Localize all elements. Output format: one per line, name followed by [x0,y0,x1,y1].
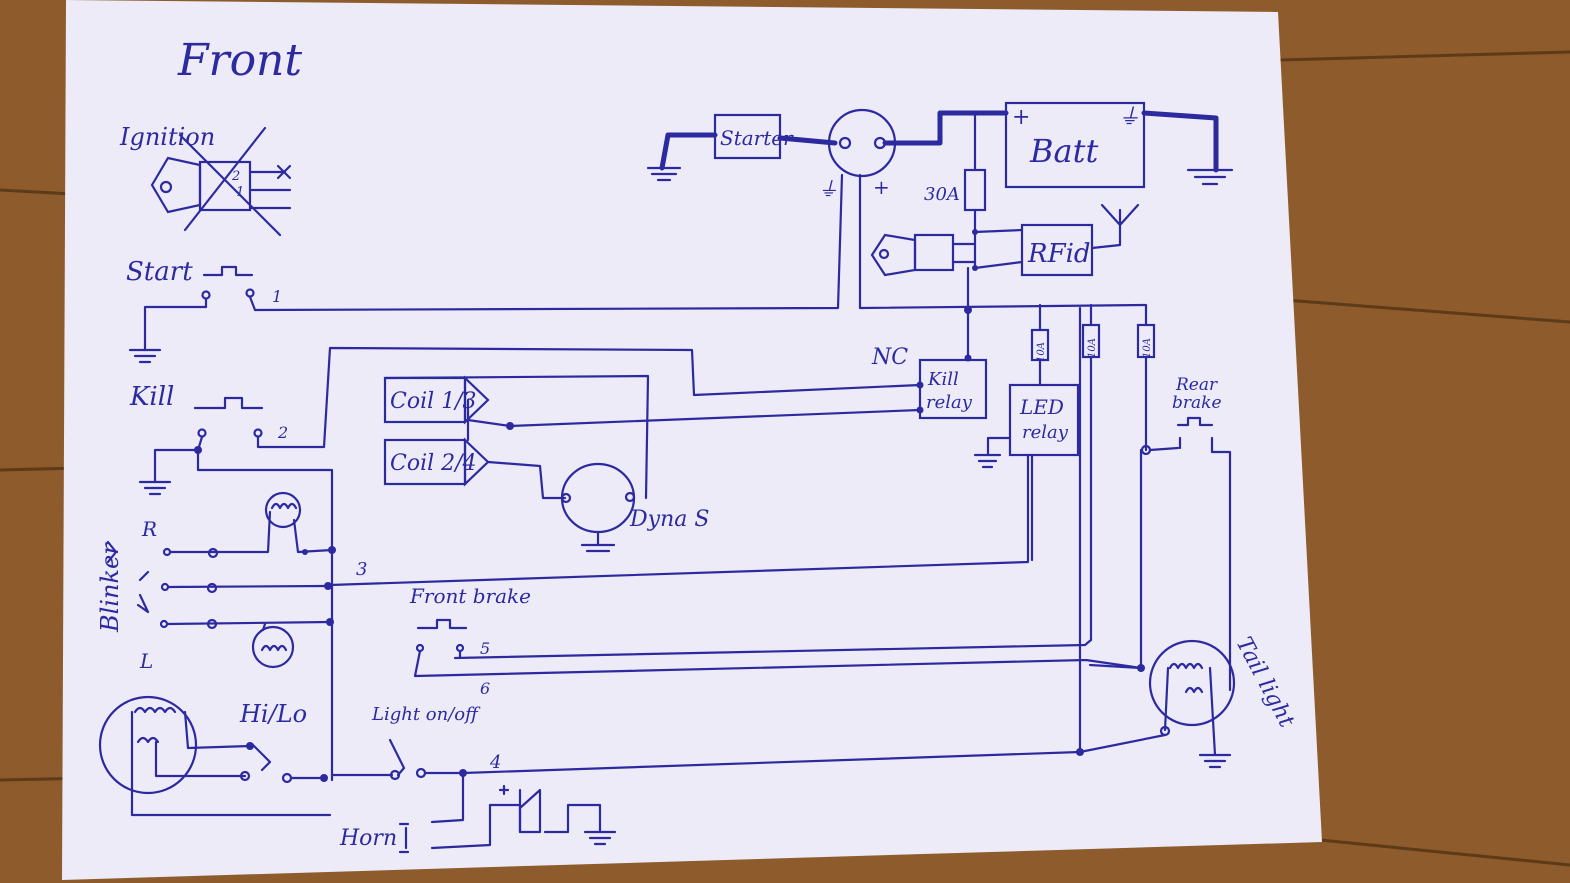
ignition-pin-1: 1 [236,185,244,200]
solenoid-plus-symbol: + [873,175,890,199]
light-switch [330,738,1082,824]
front-brake-wire-6: 6 [480,679,490,698]
wood-grain [1279,50,1570,62]
ignition-pin-2: 2 [231,169,240,184]
kill-relay-label-line1: Kill [927,369,959,390]
start-button [128,173,844,364]
kill-label: Kill [129,382,174,412]
battery-label: Batt [1029,132,1098,170]
led-relay [328,303,1156,660]
blinker-left-label: L [139,649,153,673]
paper-sheet [62,0,1322,880]
title-text: Front [177,35,302,86]
fuse-10a-3-label: 10A [1142,338,1153,358]
kill-relay-label-line2: relay [926,392,973,413]
wood-grain [1319,838,1570,867]
hi-lo-label: Hi/Lo [239,700,307,728]
rear-brake-label-line1: Rear [1175,375,1218,395]
start-wire-number: 1 [272,287,282,306]
kill-relay [916,354,988,420]
rfid-key [870,203,1140,362]
tail-light [1076,306,1236,769]
nc-label: NC [871,345,908,370]
light-onoff-label: Light on/off [371,704,481,725]
starter-circuit [646,101,1234,310]
headlight [98,695,332,817]
led-relay-label-line2: relay [1022,422,1069,443]
battery-plus-symbol: + [1012,105,1030,130]
fuse-10a-2-label: 10A [1087,338,1098,358]
front-brake-label: Front brake [409,584,531,608]
horn-label: Horn [339,826,397,851]
battery-ground-symbol: ⏚ [1118,105,1140,130]
front-brake-switch [413,618,1143,678]
start-label: Start [126,257,193,287]
blinker-switch [106,491,336,669]
ignition-coils [383,374,922,553]
ignition-label: Ignition [119,123,215,151]
kill-wire-number: 2 [277,423,288,442]
dyna-s-label: Dyna S [629,507,709,532]
coil-13-label: Coil 1/3 [390,389,477,414]
fuse-30a-label: 30A [924,184,960,205]
blinker-right-label: R [141,517,157,541]
solenoid-ground-symbol: ⏚ [818,177,838,201]
coil-24-label: Coil 2/4 [390,451,477,476]
wire-number-4: 4 [489,752,501,773]
rfid-label: RFid [1027,239,1091,269]
front-brake-wire-5: 5 [480,639,490,658]
wire-number-3: 3 [356,559,367,580]
fuse-10a-1-label: 10A [1036,342,1047,362]
rear-brake-label-line2: brake [1172,393,1222,413]
led-relay-label-line1: LED [1019,395,1064,419]
horn [398,784,617,854]
ignition-switch [150,126,292,237]
wood-grain [1284,298,1570,324]
blinker-label: Blinker [96,542,124,633]
kill-button [138,346,922,782]
